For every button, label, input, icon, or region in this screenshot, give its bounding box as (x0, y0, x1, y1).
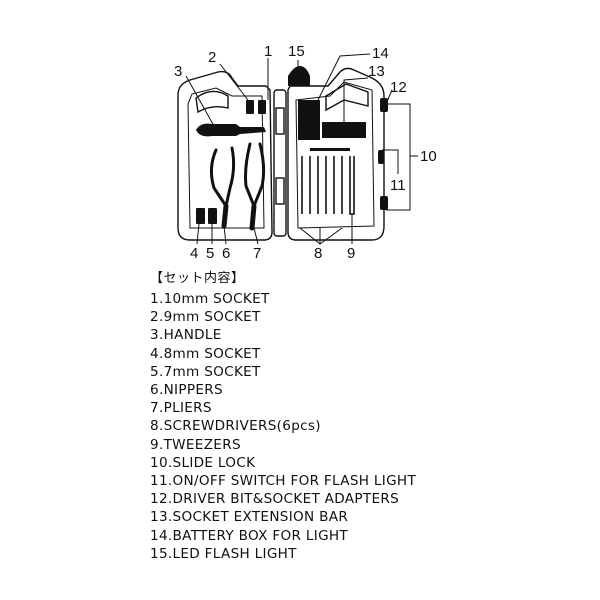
socket-extension-bar (322, 122, 366, 138)
callout-12: 12 (390, 79, 407, 96)
tweezers (349, 156, 355, 215)
legend-item: 8.SCREWDRIVERS(6pcs) (150, 418, 321, 435)
callout-5: 5 (206, 245, 214, 262)
callout-6: 6 (222, 245, 230, 262)
battery-box (298, 100, 320, 140)
callout-1: 1 (264, 43, 272, 60)
leader-lines (185, 53, 418, 245)
legend-item: 5.7mm SOCKET (150, 363, 261, 380)
legend-item: 3.HANDLE (150, 327, 222, 344)
slide-lock-bottom (380, 196, 388, 210)
legend-item: 7.PLIERS (150, 400, 212, 417)
callout-13: 13 (368, 63, 385, 80)
case-hinge (273, 89, 287, 237)
legend-item: 13.SOCKET EXTENSION BAR (150, 509, 349, 526)
legend-item: 12.DRIVER BIT&SOCKET ADAPTERS (150, 491, 400, 508)
nippers (209, 146, 236, 229)
callout-4: 4 (190, 245, 198, 262)
socket-8mm (196, 208, 205, 224)
legend-item: 15.LED FLASH LIGHT (150, 545, 297, 562)
legend-item: 2.9mm SOCKET (150, 309, 261, 326)
callout-2: 2 (208, 49, 216, 66)
case-right-inner (295, 81, 375, 229)
callout-7: 7 (253, 245, 261, 262)
callout-15: 15 (288, 43, 305, 60)
callout-numbers: 1 2 3 4 5 6 7 8 9 10 11 12 13 14 15 (174, 43, 437, 262)
case-right-half (287, 67, 385, 241)
on-off-switch (378, 150, 384, 164)
legend-item: 1.10mm SOCKET (150, 291, 270, 307)
socket-10mm (246, 100, 254, 114)
callout-9: 9 (347, 245, 355, 262)
legend-title: 【セット内容】 (150, 271, 245, 286)
legend-item: 6.NIPPERS (150, 382, 223, 399)
legend-item: 10.SLIDE LOCK (150, 454, 256, 471)
led-flash-light (288, 66, 310, 86)
legend-item: 11.ON/OFF SWITCH FOR FLASH LIGHT (150, 473, 417, 490)
handle-grip-left (195, 90, 229, 114)
socket-7mm (208, 208, 217, 224)
callout-8: 8 (314, 245, 322, 262)
socket-9mm (258, 100, 266, 114)
handle-grip-right (325, 83, 369, 112)
callout-11: 11 (390, 177, 406, 194)
callout-3: 3 (174, 63, 182, 80)
handle-tool (196, 123, 266, 137)
pliers (244, 142, 266, 231)
callout-14: 14 (372, 45, 389, 62)
screwdrivers (301, 156, 343, 214)
contents-legend: 【セット内容】 1.10mm SOCKET 2.9mm SOCKET 3.HAN… (150, 270, 590, 563)
case-left-half (177, 70, 273, 241)
slide-lock-top (380, 98, 388, 112)
legend-item: 9.TWEEZERS (150, 436, 241, 453)
legend-item: 14.BATTERY BOX FOR LIGHT (150, 527, 349, 544)
legend-item: 4.8mm SOCKET (150, 345, 261, 362)
toolkit-diagram: 1 2 3 4 5 6 7 8 9 10 11 12 13 14 15 (174, 43, 437, 262)
callout-10: 10 (420, 148, 437, 165)
